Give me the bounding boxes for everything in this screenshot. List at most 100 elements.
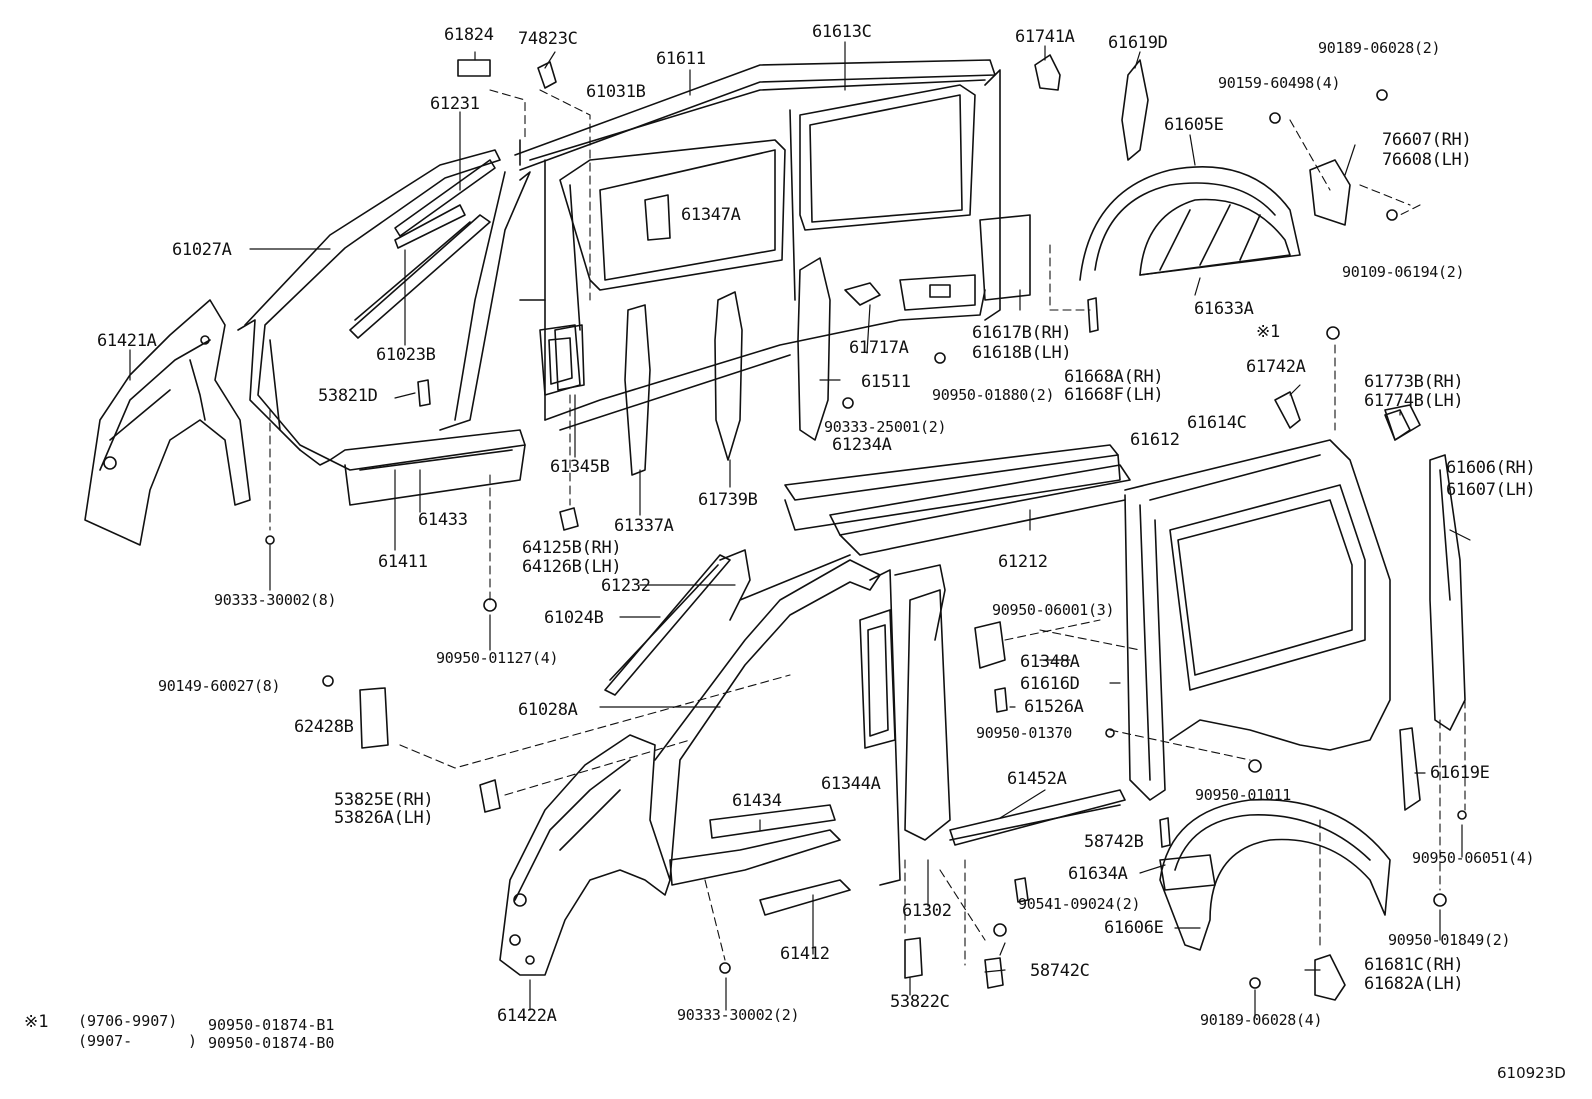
part-label: 61433 — [418, 510, 468, 530]
part-label: 90189-06028(2) — [1318, 39, 1441, 57]
lower-front-pillar-assembly — [265, 535, 1126, 989]
part-label: 61231 — [430, 94, 480, 114]
part-label: 61028A — [518, 700, 578, 720]
part-label: 61347A — [681, 205, 741, 225]
part-label: 61422A — [497, 1006, 557, 1026]
upper-roof-side-assembly — [514, 59, 1031, 431]
part-label: 90109-06194(2) — [1342, 263, 1465, 281]
part-label: 61421A — [97, 331, 157, 351]
part-label: 61773B(RH) — [1364, 372, 1464, 392]
part-label: 61619D — [1108, 33, 1168, 53]
rear-wheel-house-lower — [1159, 798, 1391, 1001]
part-label: 90950-01011 — [1195, 786, 1292, 804]
part-label: 90189-06028(4) — [1200, 1011, 1323, 1029]
part-label: 90950-01849(2) — [1388, 931, 1511, 949]
part-label: 61212 — [998, 552, 1048, 572]
part-label: 61611 — [656, 49, 706, 69]
part-label: 76607(RH) — [1382, 130, 1472, 150]
part-label: 90333-30002(8) — [214, 591, 337, 609]
part-label: 61412 — [780, 944, 830, 964]
part-label: 90950-06051(4) — [1412, 849, 1535, 867]
part-label: 61739B — [698, 490, 758, 510]
rear-quarter-panel — [1124, 404, 1467, 907]
part-label: 61234A — [832, 435, 892, 455]
part-label: 61607(LH) — [1446, 480, 1536, 500]
part-label: 61031B — [586, 82, 646, 102]
part-label: 61434 — [732, 791, 782, 811]
part-label: 61618B(LH) — [972, 343, 1072, 363]
part-label: 61302 — [902, 901, 952, 921]
part-label: 61682A(LH) — [1364, 974, 1464, 994]
part-label: 90950-01880(2) — [932, 386, 1055, 404]
part-label: 58742C — [1030, 961, 1090, 981]
part-label: 61681C(RH) — [1364, 955, 1464, 975]
part-label: 90149-60027(8) — [158, 677, 281, 695]
part-label: 61717A — [849, 338, 909, 358]
part-label: ※1 — [1256, 322, 1280, 342]
part-label: 61741A — [1015, 27, 1075, 47]
part-label: 53821D — [318, 386, 378, 406]
part-label: 90333-30002(2) — [677, 1006, 800, 1024]
part-label: 61606E — [1104, 918, 1164, 938]
part-label: 53825E(RH) — [334, 790, 434, 810]
part-label: 61606(RH) — [1446, 458, 1536, 478]
upper-front-pillar-assembly — [237, 149, 531, 506]
part-label: 61232 — [601, 576, 651, 596]
part-label: 61619E — [1430, 763, 1490, 783]
part-label: 53822C — [890, 992, 950, 1012]
part-label: 90333-25001(2) — [824, 418, 947, 436]
part-label: 58742B — [1084, 832, 1144, 852]
part-label: 61613C — [812, 22, 872, 42]
part-label: 61668A(RH) — [1064, 367, 1164, 387]
front-wheel-apron — [84, 299, 251, 546]
part-label: 61634A — [1068, 864, 1128, 884]
part-label: 61774B(LH) — [1364, 391, 1464, 411]
part-label: 61337A — [614, 516, 674, 536]
diagram-code: 610923D — [1497, 1064, 1566, 1082]
part-label: 76608(LH) — [1382, 150, 1472, 170]
part-label: 61344A — [821, 774, 881, 794]
part-label: 61617B(RH) — [972, 323, 1072, 343]
dashed-reference-lines — [269, 89, 1466, 966]
part-label: 61742A — [1246, 357, 1306, 377]
part-label: 61027A — [172, 240, 232, 260]
footnote-range-2-close: ) — [188, 1032, 198, 1050]
part-label: 90950-01127(4) — [436, 649, 559, 667]
upper-small-brackets — [417, 54, 1149, 531]
roof-rails — [784, 444, 1131, 556]
part-label: 61023B — [376, 345, 436, 365]
footnote-range-1: (9706-9907) — [78, 1012, 178, 1030]
part-label: 90950-06001(3) — [992, 601, 1115, 619]
part-label: 61614C — [1187, 413, 1247, 433]
rear-wheel-house-upper — [1079, 89, 1411, 441]
part-label: 90950-01370 — [976, 724, 1073, 742]
part-label: 61024B — [544, 608, 604, 628]
part-label: 61616D — [1020, 674, 1080, 694]
part-label: 90541-09024(2) — [1018, 895, 1141, 913]
leader-lines — [129, 41, 1471, 1019]
part-label: 61668F(LH) — [1064, 385, 1164, 405]
footnote-range-2: (9907- — [78, 1032, 133, 1050]
footnote-part-2: 90950-01874-B0 — [208, 1034, 335, 1052]
part-label: 61452A — [1007, 769, 1067, 789]
part-label: 53826A(LH) — [334, 808, 434, 828]
front-lower-apron — [499, 734, 671, 976]
part-label: 61345B — [550, 457, 610, 477]
part-label: 61348A — [1020, 652, 1080, 672]
part-label: 61612 — [1130, 430, 1180, 450]
part-label: 61824 — [444, 25, 494, 45]
part-label: 61511 — [861, 372, 911, 392]
part-label: 64125B(RH) — [522, 538, 622, 558]
part-label: 61526A — [1024, 697, 1084, 717]
part-label: 61411 — [378, 552, 428, 572]
part-label: 61605E — [1164, 115, 1224, 135]
part-label: 74823C — [518, 29, 578, 49]
footnote-part-1: 90950-01874-B1 — [208, 1016, 335, 1034]
part-label: 90159-60498(4) — [1218, 74, 1341, 92]
part-label: 62428B — [294, 717, 354, 737]
part-label: 64126B(LH) — [522, 557, 622, 577]
footnote-mark: ※1 — [24, 1012, 49, 1032]
part-label: 61633A — [1194, 299, 1254, 319]
